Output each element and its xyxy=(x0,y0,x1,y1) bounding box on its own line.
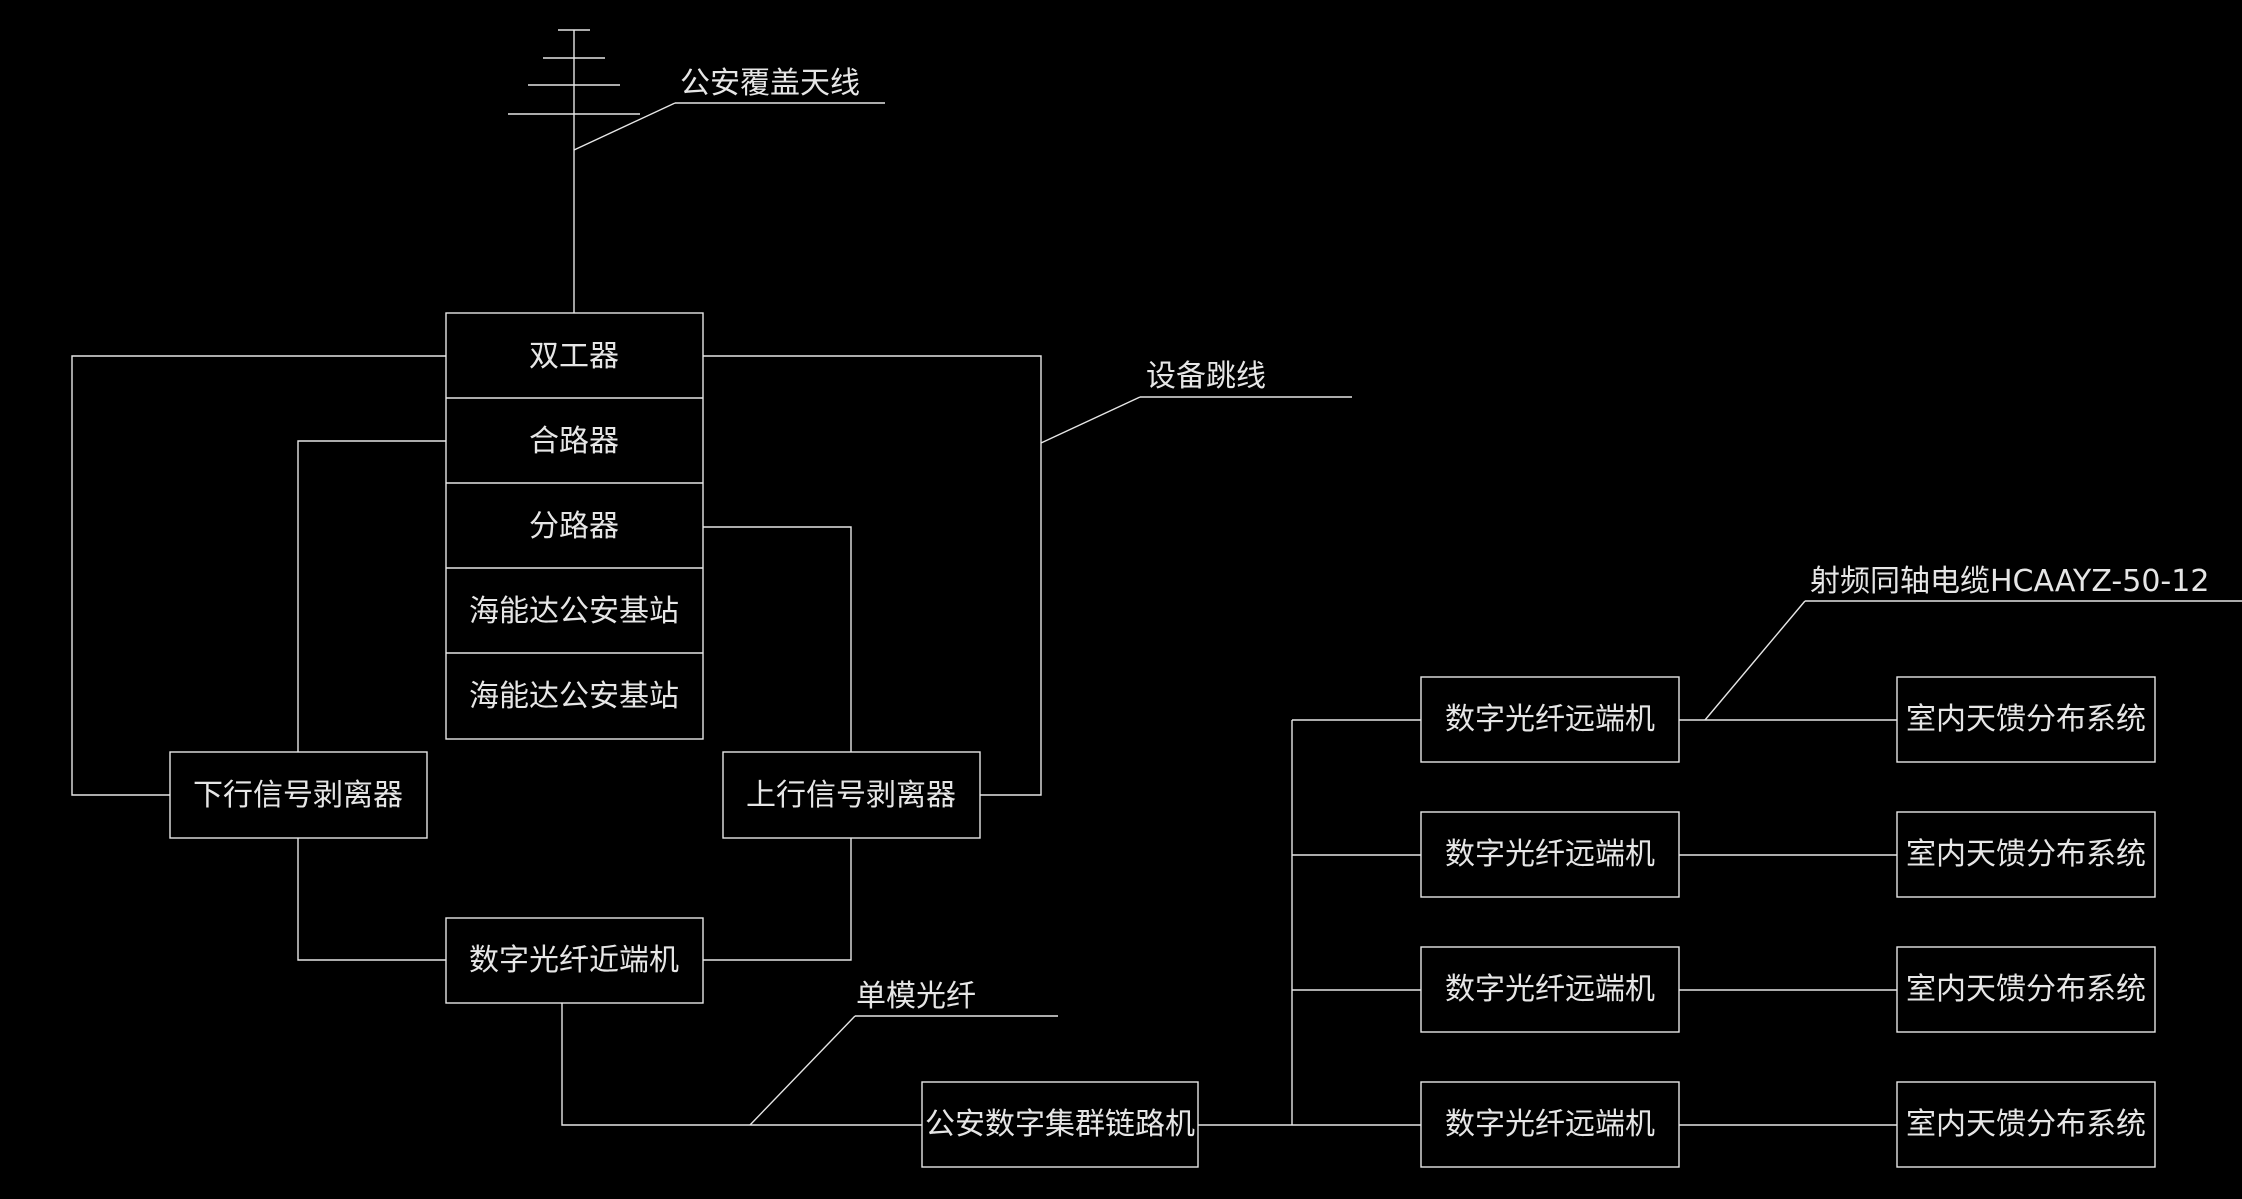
fiber-line xyxy=(561,1003,922,1126)
remote-label-4: 数字光纤远端机 xyxy=(1445,1107,1655,1142)
jumper-wiring xyxy=(71,355,1042,961)
indoor-box-2 xyxy=(1896,811,2156,898)
antenna-icon xyxy=(508,29,640,313)
rf-cable-label: 射频同轴电缆HCAAYZ-50-12 xyxy=(1810,564,2209,599)
antenna-label: 公安覆盖天线 xyxy=(680,66,860,101)
fiber-leader xyxy=(749,1015,1058,1126)
remote-label-1: 数字光纤远端机 xyxy=(1445,702,1655,737)
equipment-stack xyxy=(445,312,704,740)
base-station-label-1: 海能达公安基站 xyxy=(469,594,679,629)
downlink-splitter-label: 下行信号剥离器 xyxy=(193,778,403,813)
base-station-label-2: 海能达公安基站 xyxy=(469,679,679,714)
fiber-label: 单模光纤 xyxy=(856,979,976,1014)
antenna-leader xyxy=(573,102,885,151)
indoor-label-4: 室内天馈分布系统 xyxy=(1906,1107,2146,1142)
combiner-label: 合路器 xyxy=(529,424,619,459)
indoor-label-3: 室内天馈分布系统 xyxy=(1906,972,2146,1007)
downlink-splitter-box xyxy=(169,751,428,839)
remote-label-2: 数字光纤远端机 xyxy=(1445,837,1655,872)
trunk-link-label: 公安数字集群链路机 xyxy=(925,1107,1195,1142)
remote-bus xyxy=(1198,719,1421,1126)
divider-label: 分路器 xyxy=(529,509,619,544)
duplexer-label: 双工器 xyxy=(529,339,619,374)
jumper-label: 设备跳线 xyxy=(1146,359,1266,394)
indoor-box-4 xyxy=(1896,1081,2156,1168)
uplink-splitter-box xyxy=(722,751,981,839)
near-end-label: 数字光纤近端机 xyxy=(469,943,679,978)
remote-label-3: 数字光纤远端机 xyxy=(1445,972,1655,1007)
uplink-splitter-label: 上行信号剥离器 xyxy=(746,778,956,813)
indoor-label-2: 室内天馈分布系统 xyxy=(1906,837,2146,872)
rf-cable-lines xyxy=(1679,719,1897,1126)
indoor-label-1: 室内天馈分布系统 xyxy=(1906,702,2146,737)
indoor-box-1 xyxy=(1896,676,2156,763)
rf-cable-leader xyxy=(1704,600,2242,721)
near-end-box xyxy=(445,917,704,1004)
indoor-box-3 xyxy=(1896,946,2156,1033)
jumper-leader xyxy=(1040,396,1352,444)
